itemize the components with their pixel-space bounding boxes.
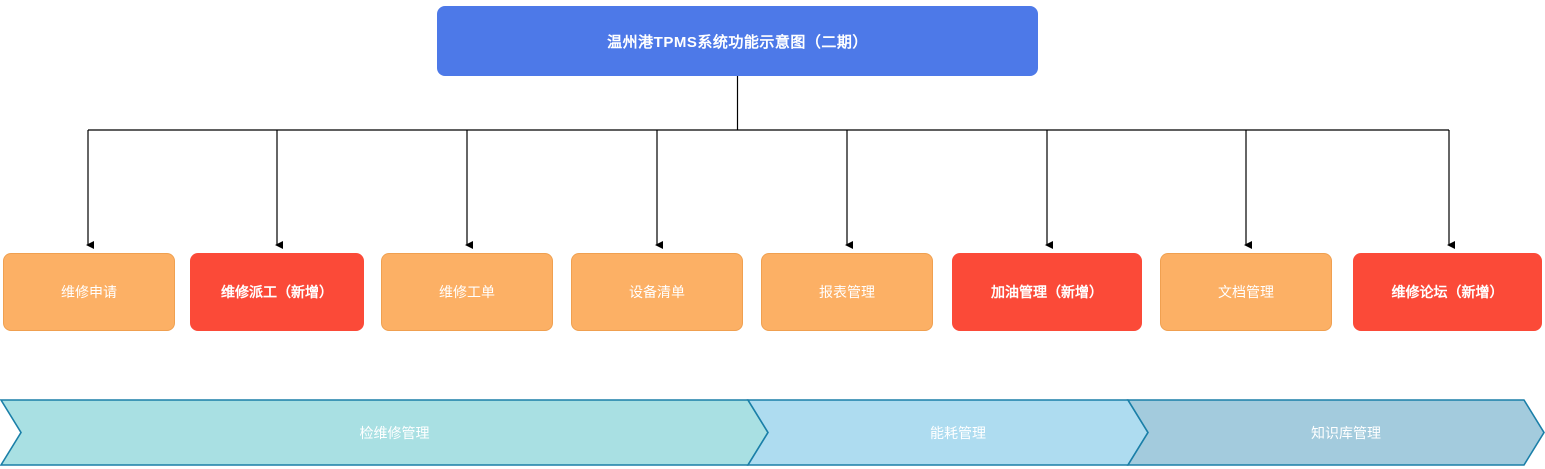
node-weixiu-shenqing[interactable]: 维修申请 — [3, 253, 175, 331]
node-shebei-qingdan[interactable]: 设备清单 — [571, 253, 743, 331]
node-wendang-guanli[interactable]: 文档管理 — [1160, 253, 1332, 331]
node-label: 维修派工（新增） — [221, 284, 333, 300]
node-weixiu-paigong[interactable]: 维修派工（新增） — [190, 253, 364, 331]
node-weixiu-gongdan[interactable]: 维修工单 — [381, 253, 553, 331]
node-weixiu-luntan[interactable]: 维修论坛（新增） — [1353, 253, 1542, 331]
root-node-label: 温州港TPMS系统功能示意图（二期） — [607, 33, 868, 51]
banner-shape-2[interactable] — [746, 399, 1149, 466]
node-label: 维修工单 — [439, 284, 495, 300]
node-label: 设备清单 — [629, 284, 685, 300]
banner-strip: 检维修管理 能耗管理 知识库管理 — [0, 399, 1545, 466]
node-label: 维修申请 — [61, 284, 117, 300]
node-label: 文档管理 — [1218, 284, 1274, 300]
banner-shape-1[interactable] — [0, 399, 769, 466]
banner-shapes — [0, 399, 1545, 466]
node-jiayou-guanli[interactable]: 加油管理（新增） — [952, 253, 1142, 331]
banner-shape-3[interactable] — [1126, 399, 1545, 466]
node-baobiao-guanli[interactable]: 报表管理 — [761, 253, 933, 331]
node-label: 报表管理 — [819, 284, 875, 300]
root-node[interactable]: 温州港TPMS系统功能示意图（二期） — [437, 6, 1038, 76]
node-label: 加油管理（新增） — [991, 284, 1103, 300]
node-label: 维修论坛（新增） — [1391, 284, 1504, 300]
